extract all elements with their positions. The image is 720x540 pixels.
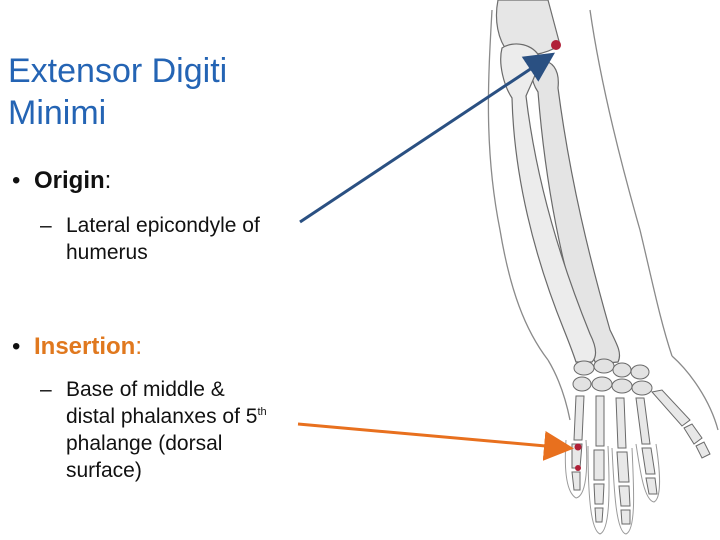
insertion-detail: –Base of middle & distal phalanxes of 5t… [40,376,340,484]
origin-arrow [299,52,555,224]
origin-label: Origin [34,167,105,194]
dash-marker: – [40,378,52,401]
origin-attachment-marker [551,40,561,50]
bullet-dot: • [12,167,21,194]
slide-title: Extensor Digiti Minimi [8,50,308,134]
insertion-colon: : [135,333,143,360]
ordinal-superscript: th [257,406,267,418]
hand-outline [564,439,660,535]
origin-bullet: • Origin: [12,166,111,196]
insertion-middle-marker [574,443,582,451]
insertion-distal-marker [575,465,581,471]
insertion-detail-line-3: phalange (dorsal [66,432,223,455]
bullet-dot: • [12,333,21,360]
origin-detail-line-2: humerus [66,241,148,264]
insertion-bullet: • Insertion: [12,332,142,362]
insertion-detail-line-2-text: distal phalanxes of 5 [66,405,258,428]
insertion-detail-line-4: surface) [66,459,142,482]
insertion-detail-line-1: Base of middle & [66,378,225,401]
origin-detail: –Lateral epicondyle of humerus [40,212,340,266]
insertion-arrow [297,422,574,461]
origin-detail-line-1: Lateral epicondyle of [66,214,260,237]
title-line-2: Minimi [8,94,107,132]
title-line-1: Extensor Digiti [8,52,228,90]
insertion-label: Insertion [34,333,136,360]
dash-marker: – [40,214,52,237]
origin-colon: : [104,167,112,194]
insertion-detail-line-2: distal phalanxes of 5th [40,403,340,430]
metacarpal-bones [573,389,691,449]
carpal-bones [572,358,653,396]
arm-outline [487,9,719,431]
